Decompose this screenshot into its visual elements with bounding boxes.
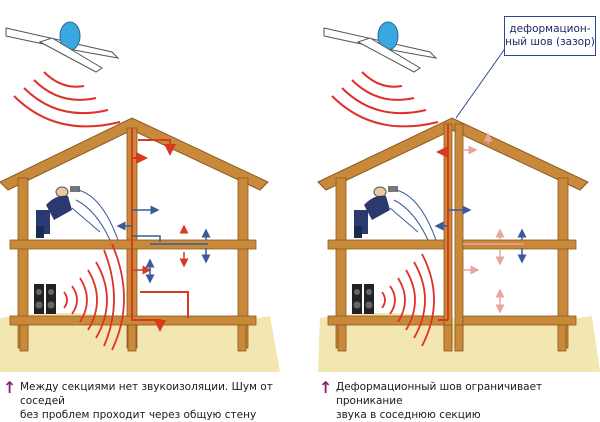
weakened-noise-right: [463, 132, 524, 314]
speaker-sound-waves-left: [63, 261, 108, 339]
left-house: [0, 21, 280, 372]
up-arrow-icon: ↑: [3, 378, 17, 397]
speaker-sound-waves-right: [381, 253, 435, 347]
airplane-icon-left: [5, 21, 120, 73]
expansion-joint-callout: деформацион- ный шов (зазор): [504, 16, 596, 56]
callout-line-1: деформацион-: [509, 23, 591, 35]
noise-path-right: [436, 124, 449, 321]
roof-left: [0, 117, 269, 191]
caption-left-line-1: Между секциями нет звукоизоляции. Шум от…: [20, 381, 273, 407]
speaker-icon: [352, 284, 374, 314]
right-house: [317, 21, 600, 372]
plane-sound-waves-left: [13, 71, 121, 128]
caption-left-line-2: без проблем проходит через общую стену: [20, 409, 257, 421]
worker-drill-icon: [36, 186, 80, 238]
ground-left: [0, 313, 280, 372]
speaker-icon: [34, 284, 56, 314]
roof-right: [317, 117, 589, 191]
up-arrow-icon: ↑: [319, 378, 333, 397]
plane-sound-waves-right: [331, 71, 439, 128]
caption-right-line-2: звука в соседнюю секцию: [336, 409, 481, 421]
noise-path-left: [131, 128, 189, 332]
callout-line-2: ный шов (зазор): [505, 36, 595, 48]
expansion-joint-wall-b: [454, 123, 464, 349]
callout-leader: [455, 49, 505, 119]
airplane-icon-right: [323, 21, 438, 73]
caption-right-line-1: Деформационный шов ограничивает проникан…: [336, 381, 543, 407]
worker-drill-icon: [354, 186, 398, 238]
